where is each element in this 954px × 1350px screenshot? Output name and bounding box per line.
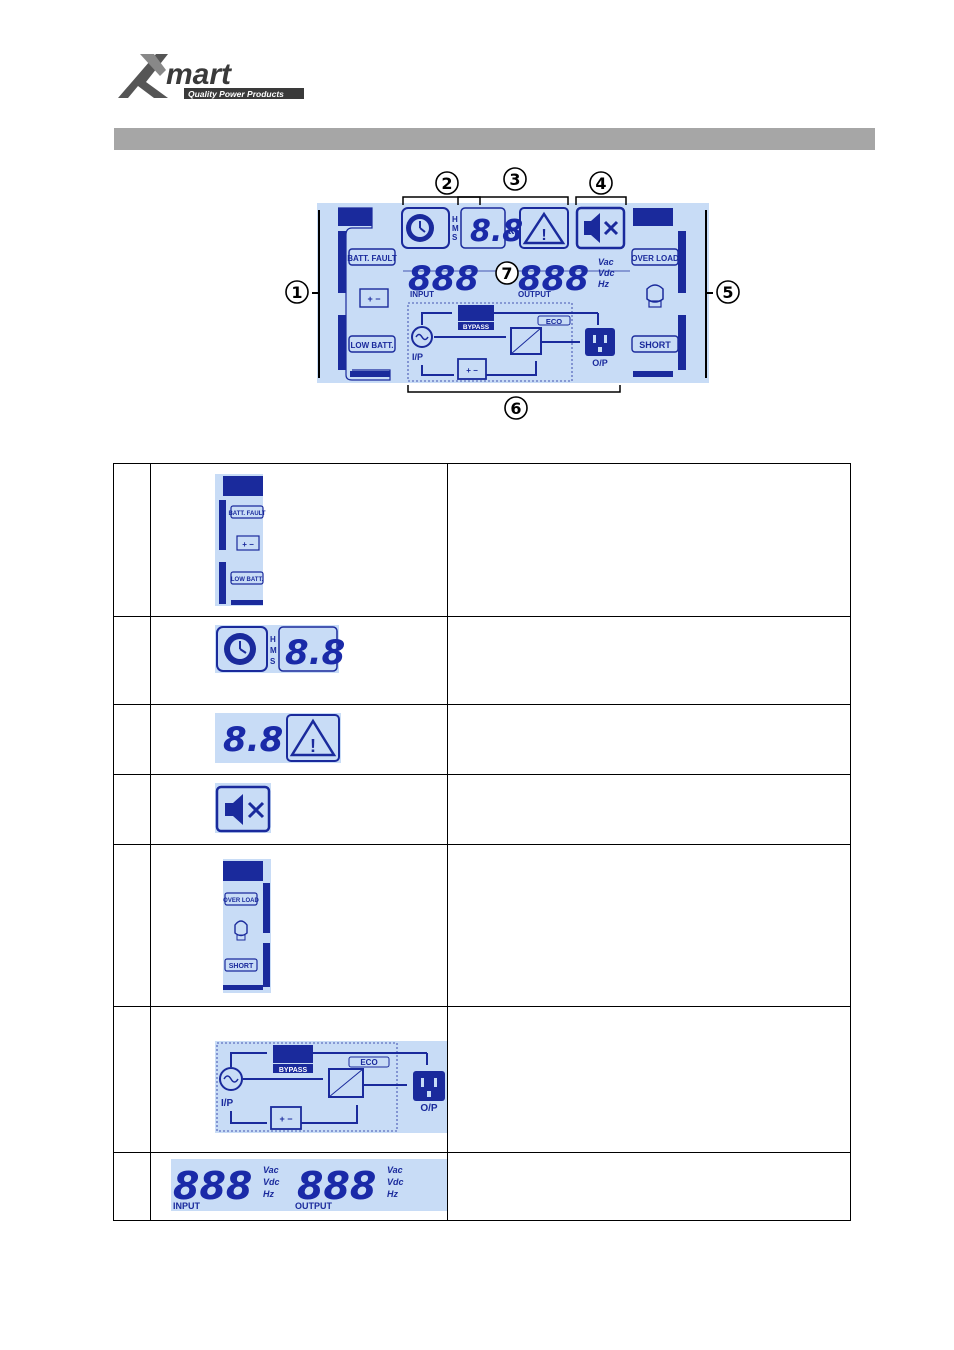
seconds-label: S	[452, 233, 458, 242]
lcd-panel-diagram: BATT. FAULT + − LOW BATT. OVER LOAD SHOR…	[285, 167, 740, 420]
svg-text:M: M	[270, 646, 277, 655]
svg-text:!: !	[310, 736, 316, 756]
svg-text:+ −: + −	[242, 540, 254, 549]
svg-text:Hz: Hz	[387, 1189, 398, 1199]
output-digits: 888	[518, 259, 589, 299]
xmart-logo: mart Quality Power Products	[118, 54, 304, 99]
svg-text:6: 6	[510, 399, 521, 418]
svg-text:SHORT: SHORT	[229, 963, 254, 970]
svg-text:H: H	[270, 635, 276, 644]
fault-code-icon: 8.8 « !	[215, 713, 341, 763]
svg-text:1: 1	[291, 283, 302, 302]
svg-text:8.8: 8.8	[285, 633, 345, 673]
table-row: 888 INPUT Vac Vdc Hz 888 OUTPUT Vac Vdc …	[113, 1152, 851, 1221]
low-batt-label: LOW BATT.	[351, 341, 394, 350]
svg-text:O/P: O/P	[420, 1103, 438, 1114]
callout-5: 5	[716, 280, 740, 304]
icon-description-table: BATT. FAULT + − LOW BATT. H M S	[113, 463, 851, 1221]
svg-text:7: 7	[501, 264, 512, 283]
mute-icon-large	[215, 783, 271, 833]
svg-text:888: 888	[173, 1164, 252, 1208]
svg-text:Hz: Hz	[263, 1189, 274, 1199]
ip-label: I/P	[412, 352, 423, 362]
svg-text:2: 2	[441, 174, 452, 193]
callout-4: 4	[589, 171, 613, 195]
flow-battery-icon	[457, 358, 487, 380]
op-label: O/P	[592, 358, 608, 368]
vdc-label: Vdc	[598, 268, 615, 278]
output-label: OUTPUT	[518, 290, 551, 299]
svg-text:!: !	[541, 227, 546, 244]
clock-icon	[401, 207, 450, 249]
svg-text:Vac: Vac	[387, 1165, 403, 1175]
svg-text:LOW BATT.: LOW BATT.	[231, 577, 264, 583]
eco-label: ECO	[546, 317, 562, 326]
battery-icon: + −	[367, 294, 380, 304]
table-row	[113, 774, 851, 845]
short-label: SHORT	[639, 340, 671, 350]
battery-level-icon: BATT. FAULT + − LOW BATT.	[215, 474, 266, 606]
table-row: 8.8 « !	[113, 704, 851, 775]
time-digits: 8.8	[470, 214, 523, 249]
callout-1: 1	[285, 280, 309, 304]
svg-text:888: 888	[297, 1164, 376, 1208]
table-row: BATT. FAULT + − LOW BATT.	[113, 463, 851, 617]
logo-brand: mart	[166, 58, 233, 91]
svg-text:3: 3	[509, 170, 520, 189]
section-header-bar	[114, 128, 875, 150]
bypass-icon	[458, 305, 494, 321]
svg-text:5: 5	[722, 283, 733, 302]
outlet-icon	[585, 328, 615, 356]
callout-6: 6	[504, 396, 528, 420]
svg-text:Vac: Vac	[263, 1165, 279, 1175]
callout-7: 7	[495, 261, 519, 285]
bypass-label: BYPASS	[463, 324, 490, 331]
svg-text:Vdc: Vdc	[263, 1177, 280, 1187]
svg-text:+ −: + −	[466, 366, 478, 375]
svg-text:Vdc: Vdc	[387, 1177, 404, 1187]
svg-text:OUTPUT: OUTPUT	[295, 1201, 333, 1211]
hours-label: H	[452, 215, 458, 224]
logo-tagline: Quality Power Products	[188, 89, 284, 99]
svg-text:OVER LOAD: OVER LOAD	[223, 898, 259, 904]
hz-label: Hz	[598, 279, 609, 289]
timer-icon: H M S 8.8	[215, 625, 345, 673]
callout-2: 2	[435, 171, 459, 195]
svg-text:I/P: I/P	[221, 1098, 234, 1109]
minutes-label: M	[452, 224, 459, 233]
svg-text:ECO: ECO	[360, 1058, 377, 1067]
svg-text:«: «	[271, 730, 280, 747]
load-level-icon: OVER LOAD SHORT	[223, 859, 271, 993]
svg-text:+ −: + −	[279, 1114, 292, 1124]
warning-icon	[522, 211, 566, 245]
svg-text:BATT. FAULT: BATT. FAULT	[228, 511, 265, 517]
table-row: OVER LOAD SHORT	[113, 844, 851, 1007]
operating-mode-flow-icon: I/P BYPASS ECO O/P + −	[215, 1041, 447, 1133]
over-load-label: OVER LOAD	[631, 254, 679, 263]
arrow-chevrons-icon: «	[507, 222, 515, 238]
svg-text:S: S	[270, 657, 276, 666]
vac-label: Vac	[598, 257, 614, 267]
svg-text:4: 4	[595, 174, 606, 193]
svg-text:INPUT: INPUT	[173, 1201, 201, 1211]
input-digits: 888	[408, 259, 479, 299]
svg-text:8.8: 8.8	[223, 720, 283, 760]
ac-input-icon	[411, 326, 433, 348]
svg-text:BYPASS: BYPASS	[279, 1067, 308, 1074]
input-output-readings-icon: 888 INPUT Vac Vdc Hz 888 OUTPUT Vac Vdc …	[171, 1159, 447, 1211]
input-label: INPUT	[410, 290, 434, 299]
table-row: I/P BYPASS ECO O/P + −	[113, 1006, 851, 1153]
callout-3: 3	[503, 167, 527, 191]
batt-fault-label: BATT. FAULT	[347, 254, 397, 263]
mute-icon	[575, 206, 626, 250]
table-row: H M S 8.8	[113, 616, 851, 705]
